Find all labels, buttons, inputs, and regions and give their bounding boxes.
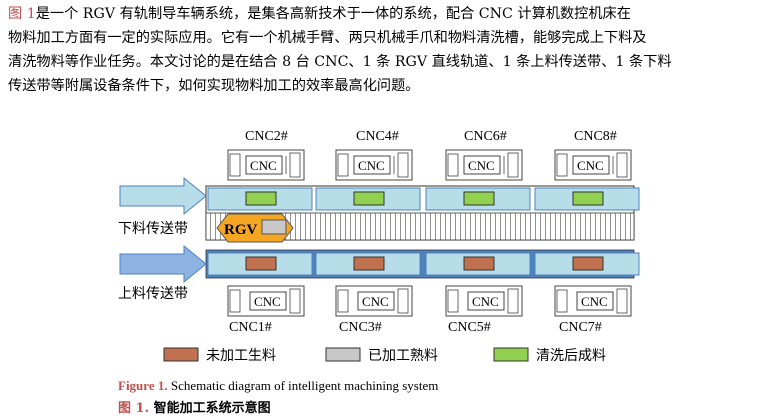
- cnc-machine-text: CNC: [358, 158, 385, 173]
- bottom-cnc-machines: CNC CNC CNC CNC: [227, 285, 632, 317]
- cnc-machine-door: [447, 289, 459, 313]
- cnc-machine-text: CNC: [472, 294, 499, 309]
- cnc-machine-panel: [572, 155, 610, 175]
- cnc-machine-spindle: [616, 152, 628, 178]
- rgv-vehicle: RGV: [216, 213, 294, 243]
- paragraph-line-2: 物料加工方面有一定的实际应用。它有一个机械手臂、两只机械手爪和物料清洗槽，能够完…: [8, 30, 647, 46]
- cnc-label-bottom-4: CNC7#: [559, 320, 602, 335]
- cnc-machine-text: CNC: [254, 294, 281, 309]
- cnc-machine-text: CNC: [362, 294, 389, 309]
- legend-label-raw: 未加工生料: [206, 348, 276, 364]
- cnc-label-bottom-1: CNC1#: [229, 320, 272, 335]
- cnc-label-bottom-2: CNC3#: [339, 320, 382, 335]
- cnc-machine-spindle: [507, 152, 519, 178]
- cleaned-part: [463, 191, 495, 206]
- cnc-machine-spindle: [616, 288, 628, 314]
- paragraph-line-3: 清洗物料等作业任务。本文讨论的是在结合 8 台 CNC、1 条 RGV 直线轨道…: [8, 54, 672, 70]
- load-belt-label: 上料传送带: [118, 286, 188, 302]
- legend-swatch-processed: [325, 347, 361, 362]
- cnc-label-top-4: CNC8#: [574, 129, 617, 144]
- cnc-label-bottom-3: CNC5#: [448, 320, 491, 335]
- cnc-machine-bottom-3: CNC: [445, 285, 523, 317]
- cnc-machine-spindle: [289, 288, 301, 314]
- cnc-machine-panel: [353, 155, 391, 175]
- cnc-machine-spindle: [397, 288, 409, 314]
- cnc-machine-door: [229, 153, 241, 177]
- figure-caption-en: Figure 1. Schematic diagram of intellige…: [118, 378, 438, 394]
- top-cnc-labels: CNC2# CNC4# CNC6# CNC8#: [245, 129, 617, 144]
- rgv-label: RGV: [224, 222, 258, 238]
- cnc-machine-spindle: [507, 288, 519, 314]
- machining-system-diagram: CNC2# CNC4# CNC6# CNC8# CNC CNC CNC CNC 下料传…: [118, 129, 640, 364]
- paragraph-line-4: 传送带等附属设备条件下，如何实现物料加工的效率最高化问题。: [8, 78, 420, 94]
- cnc-machine-spindle: [289, 152, 301, 178]
- raw-part: [353, 256, 385, 271]
- figure-caption-zh: 图 1. 智能加工系统示意图: [118, 397, 271, 416]
- cnc-machine-bottom-2: CNC: [335, 285, 413, 317]
- load-belt-strips: [207, 252, 640, 276]
- body-paragraph: 图 1是一个 RGV 有轨制导车辆系统，是集各高新技术于一体的系统，配合 CNC…: [8, 2, 760, 98]
- cnc-machine-panel: [463, 155, 501, 175]
- cnc-machine-door: [556, 153, 568, 177]
- raw-part: [572, 256, 604, 271]
- cnc-machine-spindle: [397, 152, 409, 178]
- cnc-machine-top-4: CNC: [554, 149, 632, 181]
- load-belt-arrow-icon: [119, 244, 207, 284]
- cnc-machine-top-2: CNC: [335, 149, 413, 181]
- cnc-machine-door: [337, 289, 349, 313]
- legend: 未加工生料 已加工熟料 清洗后成料: [163, 347, 606, 364]
- cleaned-part: [245, 191, 277, 206]
- cnc-machine-door: [337, 153, 349, 177]
- cnc-label-top-2: CNC4#: [356, 129, 399, 144]
- unload-belt-arrow-icon: [119, 176, 207, 216]
- cnc-machine-text: CNC: [581, 294, 608, 309]
- unload-belt-strips: [207, 187, 640, 211]
- cnc-machine-panel: [245, 155, 283, 175]
- cnc-machine-text: CNC: [250, 158, 277, 173]
- legend-swatch-raw: [163, 347, 199, 362]
- cleaned-part: [572, 191, 604, 206]
- cnc-label-top-3: CNC6#: [464, 129, 507, 144]
- rgv-cargo: [261, 219, 287, 235]
- cnc-machine-bottom-4: CNC: [554, 285, 632, 317]
- unload-belt-label: 下料传送带: [118, 221, 188, 237]
- cnc-machine-top-3: CNC: [445, 149, 523, 181]
- paragraph-line-1: 图 1是一个 RGV 有轨制导车辆系统，是集各高新技术于一体的系统，配合 CNC…: [8, 2, 760, 26]
- cnc-machine-body: [445, 285, 523, 317]
- legend-swatch-cleaned: [493, 347, 529, 362]
- figure-reference-link[interactable]: 图 1: [8, 6, 36, 22]
- bottom-cnc-labels: CNC1# CNC3# CNC5# CNC7#: [229, 320, 602, 335]
- raw-part: [245, 256, 277, 271]
- cleaned-part: [353, 191, 385, 206]
- cnc-machine-bottom-1: CNC: [227, 285, 305, 317]
- cnc-machine-top-1: CNC: [227, 149, 305, 181]
- cnc-machine-text: CNC: [468, 158, 495, 173]
- figure-caption-zh-label: 图 1.: [118, 401, 150, 416]
- cnc-label-top-1: CNC2#: [245, 129, 288, 144]
- figure-caption-zh-text: 智能加工系统示意图: [153, 401, 271, 416]
- legend-label-processed: 已加工熟料: [368, 348, 438, 364]
- cnc-machine-door: [556, 289, 568, 313]
- figure-caption-en-label: Figure 1.: [118, 378, 168, 393]
- raw-part: [463, 256, 495, 271]
- cnc-machine-text: CNC: [577, 158, 604, 173]
- paragraph-text-1: 是一个 RGV 有轨制导车辆系统，是集各高新技术于一体的系统，配合 CNC 计算…: [35, 6, 631, 22]
- figure-caption-en-text: Schematic diagram of intelligent machini…: [170, 378, 439, 393]
- cnc-machine-door: [229, 289, 241, 313]
- top-cnc-machines: CNC CNC CNC CNC: [227, 149, 632, 181]
- cnc-machine-door: [447, 153, 459, 177]
- legend-label-cleaned: 清洗后成料: [536, 348, 606, 364]
